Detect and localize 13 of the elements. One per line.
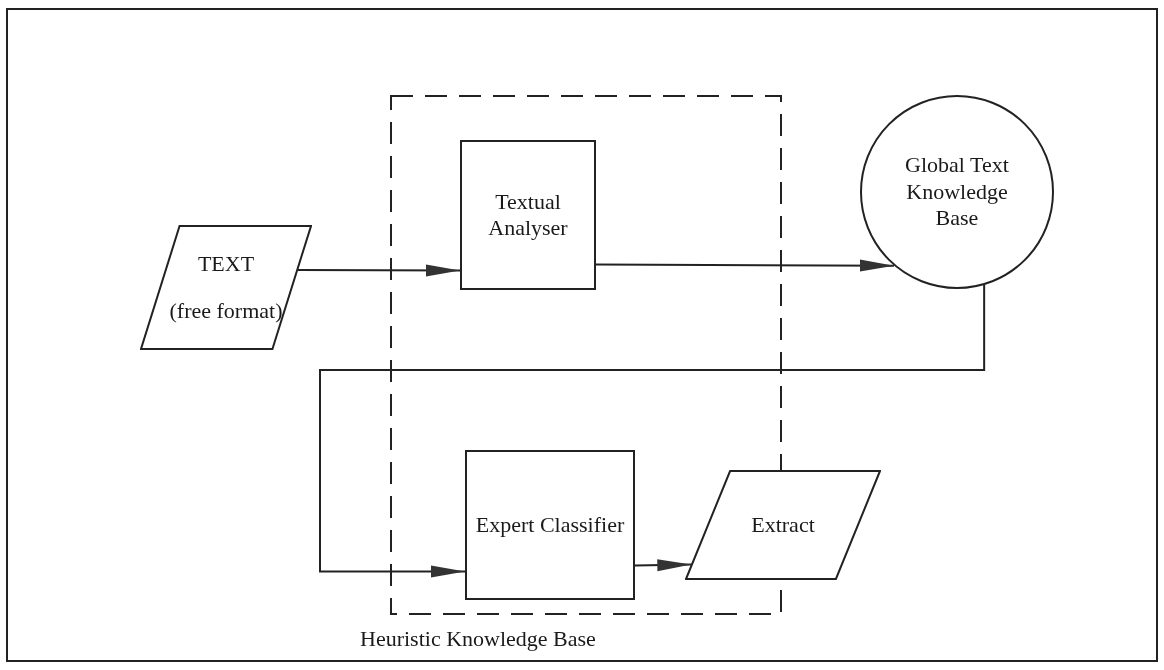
node-label: Textual Analyser [487, 188, 569, 242]
node-label: Global Text Knowledge Base [904, 152, 1010, 232]
node-label: Expert Classifier [475, 511, 625, 539]
arrow [595, 259, 895, 272]
arrow [296, 264, 461, 277]
group-label: Heuristic Knowledge Base [360, 625, 596, 653]
node-label: TEXT [197, 251, 255, 278]
node-label: Extract [751, 511, 815, 539]
arrow [634, 559, 693, 572]
process-box [465, 450, 635, 600]
node-label: (free format) [169, 297, 283, 324]
process-box [460, 140, 596, 290]
arrow [319, 284, 986, 578]
